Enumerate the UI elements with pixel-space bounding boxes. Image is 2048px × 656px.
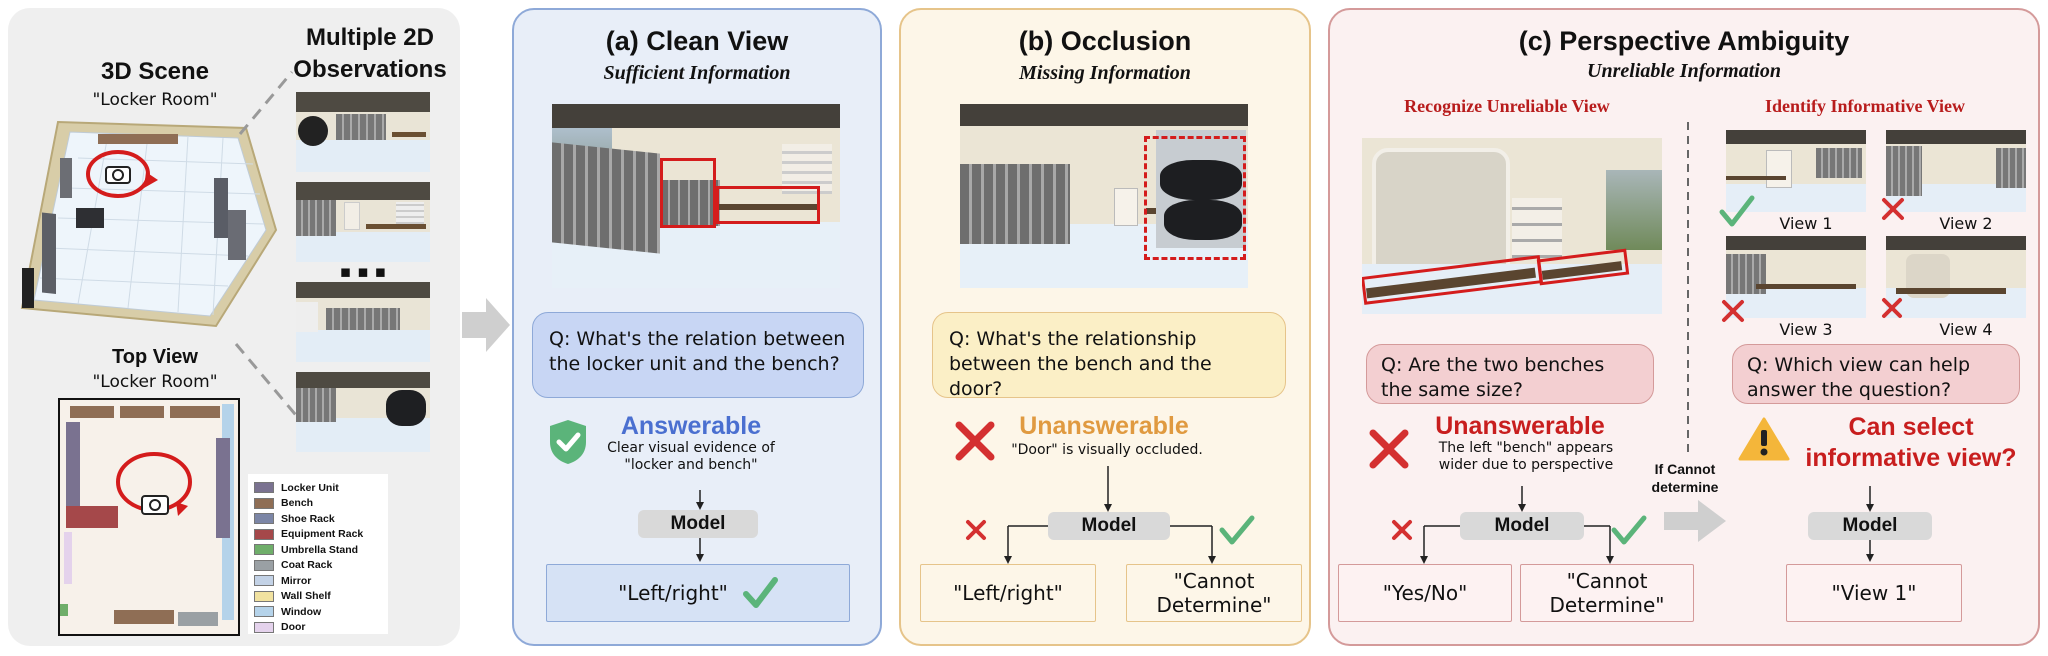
legend-swatch xyxy=(254,513,274,525)
occlusion-subtitle: Missing Information xyxy=(1019,62,1191,84)
occlusion-answer-left: "Left/right" xyxy=(920,564,1096,622)
clean-view-image xyxy=(552,104,840,288)
legend-swatch xyxy=(254,559,274,571)
observations-title-line1: Multiple 2D xyxy=(305,24,434,51)
unanswerable-label: Unanswerable xyxy=(1019,412,1189,440)
legend-item: Umbrella Stand xyxy=(254,542,382,558)
scene-title: 3D Scene xyxy=(100,58,210,85)
legend-label: Shoe Rack xyxy=(281,512,335,525)
top-view-title: Top View xyxy=(112,346,198,368)
observation-thumb-1 xyxy=(296,92,430,172)
ambiguity-subtitle: Unreliable Information xyxy=(1587,60,1781,82)
legend-swatch xyxy=(254,528,274,540)
ambiguity-answer-view: "View 1" xyxy=(1786,564,1962,622)
legend-item: Equipment Rack xyxy=(254,527,382,543)
legend-swatch xyxy=(254,544,274,556)
legend-label: Mirror xyxy=(281,574,312,587)
select-view-text: Can select informative view? xyxy=(1805,413,2017,472)
view-2-thumb xyxy=(1886,130,2026,212)
legend-label: Door xyxy=(281,621,306,634)
cross-icon xyxy=(1369,429,1409,469)
legend-item: Shoe Rack xyxy=(254,511,382,527)
recognize-header: Recognize Unreliable View xyxy=(1404,96,1610,116)
legend-item: Window xyxy=(254,604,382,620)
check-icon xyxy=(742,577,778,608)
occlusion-explanation: "Door" is visually occluded. xyxy=(1011,442,1203,458)
if-cannot-label: If Cannot determine xyxy=(1651,461,1719,495)
ambiguity-image xyxy=(1362,138,1662,314)
identify-header: Identify Informative View xyxy=(1765,96,1965,116)
legend-label: Equipment Rack xyxy=(281,528,364,541)
scene-subtitle: "Locker Room" xyxy=(92,90,218,110)
clean-view-title: (a) Clean View xyxy=(605,26,789,56)
legend-item: Locker Unit xyxy=(254,480,382,496)
legend-label: Locker Unit xyxy=(281,481,339,494)
ambiguity-question-right: Q: Which view can help answer the questi… xyxy=(1732,344,2020,404)
observations-title-line2: Observations xyxy=(293,56,447,83)
view-2-label: View 2 xyxy=(1939,214,1993,233)
cross-icon xyxy=(955,421,995,461)
legend: Locker Unit Bench Shoe Rack Equipment Ra… xyxy=(248,474,388,634)
legend-swatch xyxy=(254,590,274,602)
observation-thumb-2 xyxy=(296,182,430,262)
clean-view-subtitle: Sufficient Information xyxy=(603,62,791,84)
unanswerable-label: Unanswerable xyxy=(1435,412,1605,440)
legend-swatch xyxy=(254,606,274,618)
warning-icon xyxy=(1738,417,1790,461)
flow-arrow-icon xyxy=(462,298,510,352)
shield-check-icon xyxy=(550,420,586,464)
observation-thumb-3 xyxy=(296,282,430,362)
top-view-map xyxy=(58,398,240,636)
legend-label: Wall Shelf xyxy=(281,590,331,603)
clean-answer: "Left/right" xyxy=(618,581,728,605)
legend-item: Mirror xyxy=(254,573,382,589)
occlusion-answer-right: "Cannot Determine" xyxy=(1126,564,1302,622)
legend-swatch xyxy=(254,621,274,633)
legend-swatch xyxy=(254,482,274,494)
clean-answer-box: "Left/right" xyxy=(546,564,850,622)
legend-label: Coat Rack xyxy=(281,559,333,572)
answerable-explanation: Clear visual evidence of "locker and ben… xyxy=(607,440,775,473)
legend-label: Umbrella Stand xyxy=(281,543,359,556)
ambiguity-title: (c) Perspective Ambiguity xyxy=(1518,26,1850,56)
ambiguity-model-box-left: Model xyxy=(1460,512,1584,540)
occlusion-image xyxy=(960,104,1248,288)
scene-3d-illustration xyxy=(20,120,278,328)
ambiguity-explanation: The left "bench" appears wider due to pe… xyxy=(1438,440,1614,473)
view-4-label: View 4 xyxy=(1939,320,1993,339)
legend-swatch xyxy=(254,575,274,587)
view-3-thumb xyxy=(1726,236,1866,318)
view-3-label: View 3 xyxy=(1779,320,1833,339)
legend-item: Bench xyxy=(254,496,382,512)
view-4-thumb xyxy=(1886,236,2026,318)
legend-swatch xyxy=(254,497,274,509)
top-view-subtitle: "Locker Room" xyxy=(92,372,218,392)
occlusion-title: (b) Occlusion xyxy=(1018,26,1192,56)
ambiguity-answer-cannot: "Cannot Determine" xyxy=(1520,564,1694,622)
clean-question: Q: What's the relation between the locke… xyxy=(532,312,864,398)
legend-label: Window xyxy=(281,605,322,618)
ambiguity-model-box-right: Model xyxy=(1808,512,1932,540)
answerable-label: Answerable xyxy=(620,412,762,440)
occlusion-model-box: Model xyxy=(1048,512,1170,540)
legend-label: Bench xyxy=(281,497,314,510)
legend-item: Coat Rack xyxy=(254,558,382,574)
occlusion-question: Q: What's the relationship between the b… xyxy=(932,312,1286,400)
clean-model-box: Model xyxy=(638,510,758,538)
if-cannot-arrow-icon xyxy=(1664,500,1726,542)
ambiguity-answer-yesno: "Yes/No" xyxy=(1338,564,1512,622)
select-view-label: Can select informative view? xyxy=(1796,412,2026,474)
legend-item: Wall Shelf xyxy=(254,589,382,605)
ambiguity-question-left: Q: Are the two benches the same size? xyxy=(1366,344,1654,404)
legend-item: Door xyxy=(254,620,382,636)
view-1-label: View 1 xyxy=(1779,214,1833,233)
observation-ellipsis: ▪ ▪ ▪ xyxy=(339,262,387,282)
observation-thumb-4 xyxy=(296,372,430,452)
